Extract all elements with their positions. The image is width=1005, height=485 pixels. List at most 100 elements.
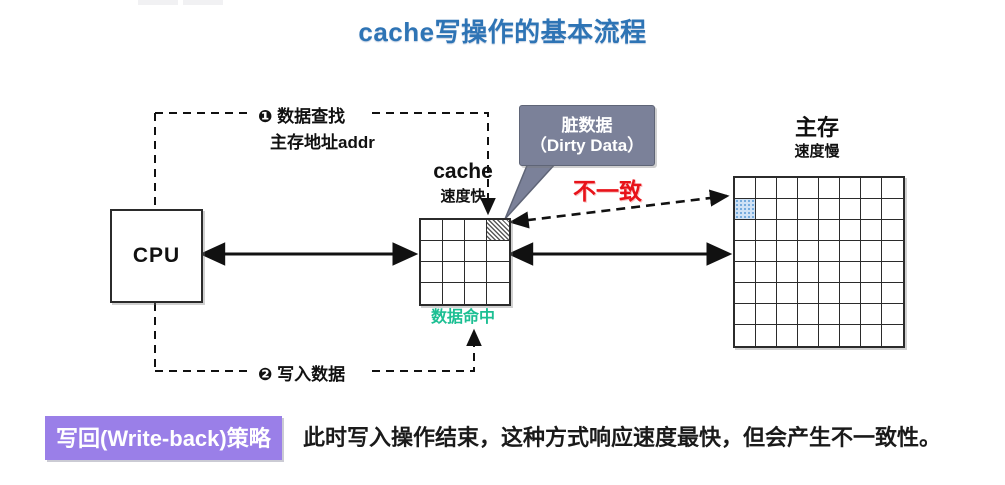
mem-grid-cell — [840, 178, 861, 199]
mem-grid-cell — [840, 199, 861, 220]
mem-grid-cell — [840, 304, 861, 325]
mem-grid-cell — [819, 304, 840, 325]
mem-grid-cell — [756, 220, 777, 241]
mem-grid-cell — [819, 325, 840, 346]
cache-grid-cell — [465, 220, 487, 241]
memory-subtitle: 速度慢 — [794, 143, 840, 160]
step-1-sublabel: 主存地址addr — [270, 133, 375, 152]
mem-grid-cell — [777, 304, 798, 325]
mem-grid-cell — [861, 178, 882, 199]
mem-grid-cell — [777, 262, 798, 283]
cache-hit-label: 数据命中 — [430, 309, 495, 326]
mem-grid-cell — [798, 325, 819, 346]
cache-grid-cell — [465, 241, 487, 262]
mem-grid-cell — [861, 220, 882, 241]
mem-grid-cell — [882, 220, 903, 241]
mem-grid-cell — [882, 262, 903, 283]
dirty-data-callout-line2: （Dirty Data） — [529, 135, 645, 155]
top-mark-right — [183, 0, 223, 5]
memory-title: 主存 — [794, 115, 839, 140]
cache-grid-cell — [443, 241, 465, 262]
mem-grid-cell — [735, 178, 756, 199]
mem-grid-cell — [756, 178, 777, 199]
mem-grid-cell — [777, 220, 798, 241]
cache-grid-cell — [465, 283, 487, 304]
cache-grid-cell — [487, 241, 509, 262]
cache-grid-cell — [421, 262, 443, 283]
mem-grid-cell — [756, 199, 777, 220]
mem-grid-cell — [777, 199, 798, 220]
mem-grid-cell — [882, 283, 903, 304]
mem-grid-cell — [819, 178, 840, 199]
mem-grid-cell — [861, 262, 882, 283]
mem-grid-cell — [840, 283, 861, 304]
mem-grid-cell — [735, 262, 756, 283]
mem-grid-cell — [777, 283, 798, 304]
mem-grid-cell — [819, 262, 840, 283]
mem-grid-cell — [735, 241, 756, 262]
inconsistency-label: 不一致 — [573, 178, 642, 204]
mem-grid-cell — [882, 325, 903, 346]
mem-grid-cell — [882, 199, 903, 220]
mem-grid-cell — [819, 220, 840, 241]
mem-grid-cell — [882, 304, 903, 325]
mem-grid-cell — [819, 241, 840, 262]
mem-grid-cell — [798, 178, 819, 199]
mem-grid-cell — [882, 241, 903, 262]
mem-grid-cell — [840, 220, 861, 241]
cache-grid-cell — [487, 283, 509, 304]
mem-grid-cell — [777, 325, 798, 346]
top-mark-left — [138, 0, 178, 5]
cache-grid — [419, 218, 511, 306]
cache-subtitle: 速度快 — [440, 188, 486, 205]
mem-grid-cell — [798, 283, 819, 304]
mem-grid-cell — [756, 325, 777, 346]
mem-grid-dirty-cell — [735, 199, 756, 220]
step-2-label: ❷ 写入数据 — [258, 365, 346, 384]
mem-grid-cell — [756, 262, 777, 283]
cache-grid-cell — [443, 283, 465, 304]
write-back-policy-badge: 写回(Write-back)策略 — [45, 416, 282, 460]
mem-grid-cell — [840, 325, 861, 346]
callout-tail — [504, 162, 557, 220]
mem-grid-cell — [756, 304, 777, 325]
mem-grid-cell — [756, 241, 777, 262]
mem-grid-cell — [798, 241, 819, 262]
mem-grid-cell — [735, 304, 756, 325]
cache-grid-cell — [443, 262, 465, 283]
dirty-data-callout: 脏数据 （Dirty Data） — [519, 105, 655, 166]
mem-grid-cell — [861, 241, 882, 262]
mem-grid-cell — [798, 199, 819, 220]
mem-grid-cell — [861, 304, 882, 325]
cache-grid-cell — [421, 283, 443, 304]
cache-grid-dirty-cell — [487, 220, 509, 241]
cache-grid-cell — [443, 220, 465, 241]
cpu-block: CPU — [110, 209, 203, 303]
mem-grid-cell — [819, 199, 840, 220]
mem-grid-cell — [735, 325, 756, 346]
cache-grid-cell — [421, 241, 443, 262]
cache-grid-cell — [487, 262, 509, 283]
mem-grid-cell — [861, 325, 882, 346]
memory-grid — [733, 176, 905, 348]
mem-grid-cell — [861, 199, 882, 220]
mem-grid-cell — [819, 283, 840, 304]
mem-grid-cell — [798, 262, 819, 283]
cpu-label: CPU — [132, 244, 181, 267]
dirty-data-callout-line1: 脏数据 — [561, 116, 613, 136]
mem-grid-cell — [840, 241, 861, 262]
cache-grid-cell — [465, 262, 487, 283]
step-1-label: ❶ 数据查找 — [258, 107, 346, 126]
cache-title: cache — [433, 160, 493, 183]
mem-grid-cell — [735, 283, 756, 304]
cache-grid-cell — [421, 220, 443, 241]
mem-grid-cell — [777, 241, 798, 262]
mem-grid-cell — [882, 178, 903, 199]
mem-grid-cell — [861, 283, 882, 304]
mem-grid-cell — [798, 304, 819, 325]
page-title: cache写操作的基本流程 — [358, 17, 647, 47]
mem-grid-cell — [777, 178, 798, 199]
mem-grid-cell — [840, 262, 861, 283]
mem-grid-cell — [798, 220, 819, 241]
